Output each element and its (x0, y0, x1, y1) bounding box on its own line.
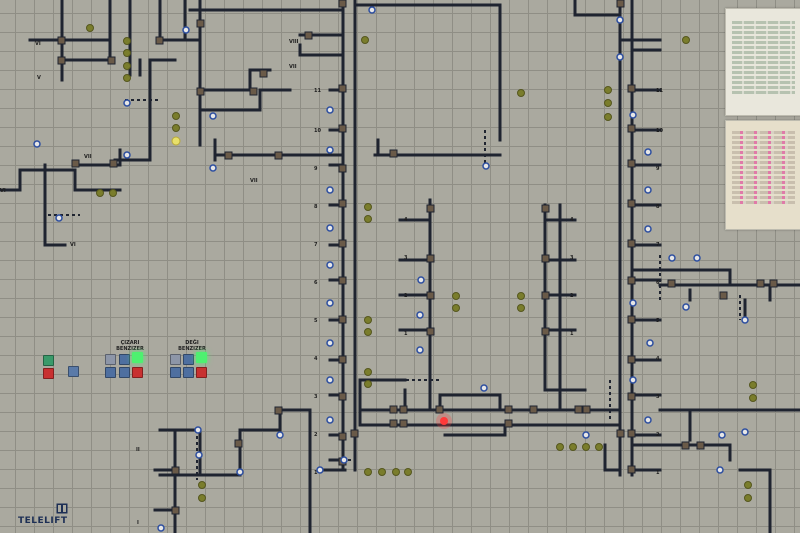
switch-boxes (57, 0, 778, 515)
center-track-11: 11 (314, 88, 321, 94)
center-track-9: 9 (314, 166, 318, 172)
track-label-v: V (37, 75, 41, 81)
schedule-sheet-bottom (725, 120, 800, 230)
right-track-6: 6 (656, 280, 660, 286)
brand-name: TELELIFT (18, 516, 68, 526)
center-track-1: 1 (314, 470, 318, 476)
panel-b-gray-key[interactable] (170, 354, 181, 365)
telelift-logo-icon (56, 503, 68, 514)
left-green-key[interactable] (43, 355, 54, 366)
track-label-vii-top: VII (289, 64, 297, 70)
panel-b-blue-key-1[interactable] (183, 354, 194, 365)
track-label-viii: VIII (289, 39, 299, 45)
right-track-4: 4 (656, 356, 660, 362)
panel-b-blue-key-2[interactable] (170, 367, 181, 378)
center-track-5: 5 (314, 318, 318, 324)
center-track-7: 7 (314, 242, 318, 248)
control-group-left-title-line1: ÇIZARI (120, 340, 140, 346)
left-blue-key[interactable] (68, 366, 79, 377)
panel-a-gray-key[interactable] (105, 354, 116, 365)
right-track-11: 11 (656, 88, 663, 94)
mid-right-track-1: 1 (570, 331, 574, 337)
center-track-4: 4 (314, 356, 318, 362)
control-group-right-title: DEĞI BENZIZER (172, 340, 212, 352)
panel-b-green-key-lit[interactable] (196, 352, 207, 363)
mid-left-track-1: 1 (404, 331, 408, 337)
panel-a-blue-key-1[interactable] (119, 354, 130, 365)
schedule-sheet-top (725, 8, 800, 116)
control-group-left-title: ÇIZARI BENZIZER (107, 340, 153, 352)
right-track-1: 1 (656, 470, 660, 476)
signal-lamps (33, 6, 749, 532)
right-track-2: 2 (656, 432, 660, 438)
panel-a-red-key[interactable] (132, 367, 143, 378)
left-red-key[interactable] (43, 368, 54, 379)
lit-indicator-lamp (171, 136, 181, 146)
track-label-vi-edge: VI (0, 188, 6, 194)
center-track-3: 3 (314, 394, 318, 400)
mid-left-track-3: 3 (404, 255, 408, 261)
panel-a-green-key-lit[interactable] (132, 352, 143, 363)
mid-right-track-3: 3 (570, 255, 574, 261)
right-track-10: 10 (656, 128, 663, 134)
panel-b-blue-key-3[interactable] (183, 367, 194, 378)
mid-right-track-4: 4 (570, 217, 574, 223)
right-track-9: 9 (656, 166, 660, 172)
track-label-vi-lower: VI (70, 242, 76, 248)
track-label-i: I (137, 520, 139, 526)
control-group-right-title-line1: DEĞI (185, 340, 199, 346)
right-track-3: 3 (656, 394, 660, 400)
panel-b-red-key[interactable] (196, 367, 207, 378)
mid-left-track-4: 4 (404, 217, 408, 223)
center-track-10: 10 (314, 128, 321, 134)
center-track-2: 2 (314, 432, 318, 438)
red-lamp (440, 417, 448, 425)
mid-left-track-2: 2 (404, 293, 408, 299)
track-label-ii: II (136, 447, 140, 453)
right-track-8: 8 (656, 204, 660, 210)
right-track-7: 7 (656, 242, 660, 248)
panel-a-blue-key-2[interactable] (105, 367, 116, 378)
track-label-vii-left: VII (84, 154, 92, 160)
track-label-vi: VI (35, 41, 41, 47)
indicator-lamps (86, 24, 757, 502)
control-group-left-title-line2: BENZIZER (116, 346, 144, 352)
panel-a-blue-key-3[interactable] (119, 367, 130, 378)
center-track-6: 6 (314, 280, 318, 286)
mid-right-track-2: 2 (570, 293, 574, 299)
control-group-right-title-line2: BENZIZER (178, 346, 206, 352)
track-label-vii-bottom: VII (250, 178, 258, 184)
center-track-8: 8 (314, 204, 318, 210)
right-track-5: 5 (656, 318, 660, 324)
